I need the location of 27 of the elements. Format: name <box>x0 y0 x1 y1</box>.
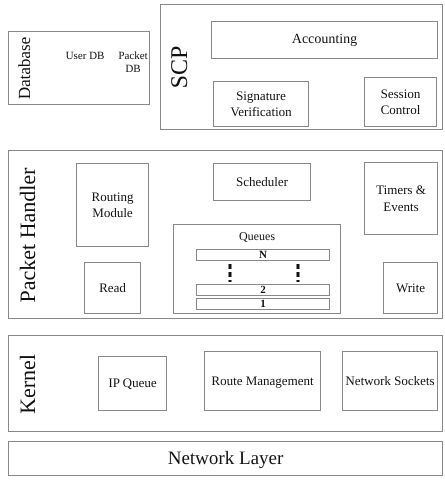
layer-title: Database <box>15 36 35 100</box>
layer-panel <box>8 335 443 432</box>
queue-slot: 2 <box>196 284 330 296</box>
queue-slot: 1 <box>196 298 330 310</box>
module-box: Route Management <box>204 351 321 411</box>
module-box: Signature Verification <box>213 81 309 127</box>
database-panel <box>8 31 150 105</box>
layer-panel: Network Layer <box>8 441 443 476</box>
queue-slot: N <box>196 249 330 261</box>
module-box: Read <box>84 262 141 314</box>
module-box: IP Queue <box>98 356 167 411</box>
module-box: Accounting <box>211 21 438 59</box>
store-label: User DB <box>65 50 105 64</box>
store-label: Packet DB <box>117 50 149 76</box>
queue-group <box>173 224 341 314</box>
module-box: Network Sockets <box>342 351 438 411</box>
layer-panel <box>8 150 443 319</box>
module-box: Write <box>383 262 438 314</box>
module-box: Timers & Events <box>364 162 438 235</box>
layer-panel <box>160 4 443 130</box>
module-box: Routing Module <box>76 163 149 247</box>
module-box: Scheduler <box>213 163 311 201</box>
group-title: Queues <box>238 229 276 244</box>
layer-title: SCP <box>167 46 194 88</box>
layer-title: Packet Handler <box>15 167 41 302</box>
layer-title: Kernel <box>15 354 41 414</box>
module-box: Session Control <box>364 77 437 127</box>
